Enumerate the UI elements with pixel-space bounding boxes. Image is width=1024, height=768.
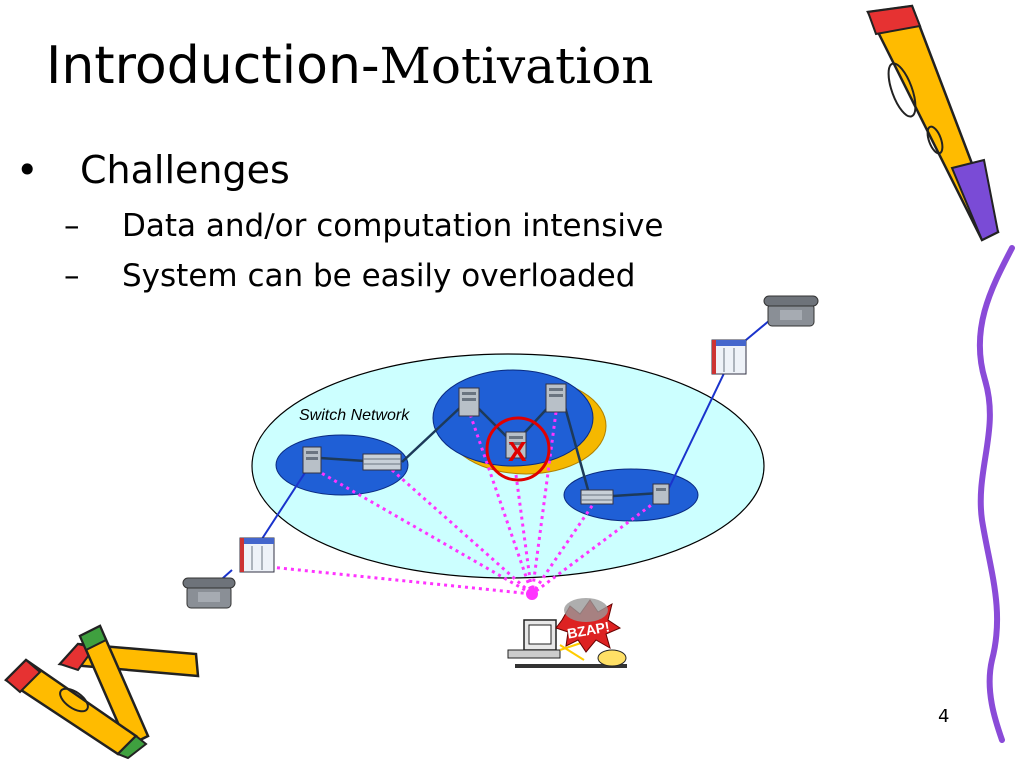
title-subtitle: Motivation <box>379 37 654 95</box>
cabinet-icon <box>239 537 275 573</box>
telephone-icon <box>763 295 819 327</box>
smoke-cloud-icon <box>564 598 608 622</box>
dash-marker: – <box>64 258 80 294</box>
bullet-challenges: • Challenges <box>16 148 290 192</box>
server-tower-icon <box>545 383 567 413</box>
sub-bullet-overloaded: – System can be easily overloaded <box>64 258 635 294</box>
fault-circle <box>485 416 551 482</box>
switch-rack-icon <box>362 453 402 471</box>
sub-bullet-text: System can be easily overloaded <box>122 258 636 294</box>
server-tower-icon <box>458 387 480 417</box>
bullet-text: Challenges <box>80 148 290 192</box>
fault-mark: X <box>508 436 527 467</box>
slide-title: Introduction-Motivation <box>46 40 654 92</box>
dash-marker: – <box>64 208 80 244</box>
switch-rack-icon <box>580 489 614 505</box>
squiggle-decoration-icon <box>976 245 1015 743</box>
cabinet-icon <box>711 339 747 375</box>
telephone-icon <box>182 577 236 609</box>
server-tower-icon <box>652 483 670 505</box>
server-tower-icon <box>505 431 527 459</box>
monitor-hub <box>526 588 538 600</box>
pencil-icon <box>866 4 1000 242</box>
network-label: Switch Network <box>299 407 410 424</box>
sub-bullet-data-intensive: – Data and/or computation intensive <box>64 208 663 244</box>
server-tower-icon <box>302 446 322 474</box>
slide-number: 4 <box>938 706 950 727</box>
sub-bullet-text: Data and/or computation intensive <box>122 208 664 244</box>
crayon-icon <box>4 624 200 760</box>
monitor-links <box>269 407 663 596</box>
monitor-workstation-icon <box>507 619 627 668</box>
title-main: Introduction- <box>46 36 380 96</box>
bullet-marker: • <box>16 148 39 192</box>
